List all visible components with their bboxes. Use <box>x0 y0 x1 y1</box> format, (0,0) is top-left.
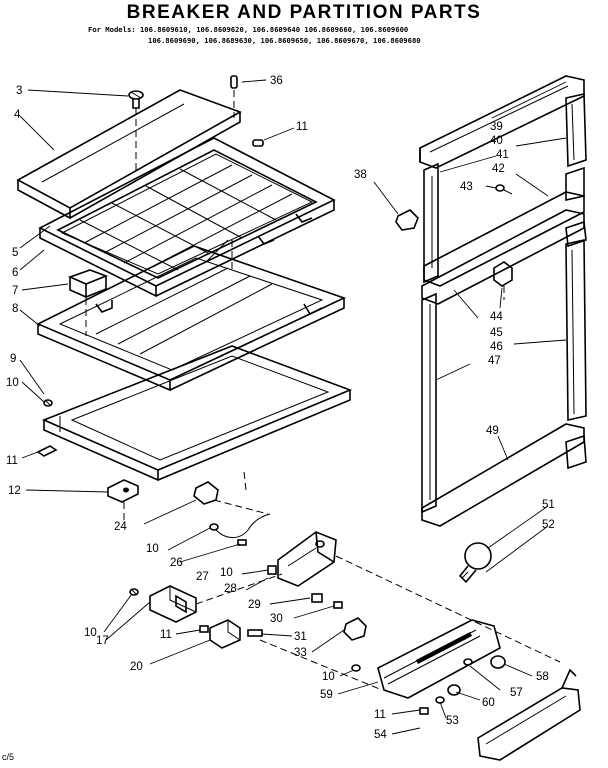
part-12-bracket <box>107 479 139 503</box>
callout-58: 58 <box>536 671 549 683</box>
part-43-screw <box>495 184 513 195</box>
callout-60: 60 <box>482 697 495 709</box>
part-17-mounting-bracket <box>149 585 197 623</box>
part-9-lower-frame <box>41 345 353 482</box>
callout-labels: 3 4 36 11 5 6 7 8 9 10 11 12 24 10 26 10… <box>6 75 555 741</box>
callout-4: 4 <box>14 109 21 121</box>
callout-12: 12 <box>8 485 21 497</box>
models-prefix: For Models: <box>88 25 136 34</box>
part-10-screw-lower <box>129 588 139 596</box>
callout-5: 5 <box>12 247 18 259</box>
callout-31: 31 <box>294 631 307 643</box>
callout-59: 59 <box>320 689 333 701</box>
model-list: For Models: 106.8609610, 106.8609620, 10… <box>88 24 598 46</box>
callout-10-housing: 10 <box>220 567 233 579</box>
callout-6: 6 <box>12 267 18 279</box>
part-38-fitting <box>395 209 419 231</box>
callout-26: 26 <box>170 557 183 569</box>
part-49-lower-bottom-gasket <box>421 423 587 527</box>
assembly-guide-lines <box>85 90 561 691</box>
callout-20: 20 <box>130 661 143 673</box>
callout-38: 38 <box>354 169 367 181</box>
callout-45: 45 <box>490 327 503 339</box>
part-24-socket <box>193 481 219 505</box>
callout-24: 24 <box>114 521 127 533</box>
page-title: BREAKER AND PARTITION PARTS <box>126 2 482 23</box>
part-11-clip-lower <box>199 625 209 633</box>
callout-27: 27 <box>196 571 209 583</box>
callout-10-trim: 10 <box>322 671 335 683</box>
footer-code: c/5 <box>2 752 15 762</box>
callout-7: 7 <box>12 285 18 297</box>
callout-52: 52 <box>542 519 555 531</box>
part-11-clip-top <box>252 139 264 147</box>
callout-28: 28 <box>224 583 237 595</box>
callout-30: 30 <box>270 613 283 625</box>
callout-41: 41 <box>496 149 509 161</box>
callout-42: 42 <box>492 163 505 175</box>
part-33-switch <box>343 617 367 641</box>
callout-29: 29 <box>248 599 261 611</box>
callout-43: 43 <box>460 181 473 193</box>
callout-3: 3 <box>16 85 22 97</box>
models-line-1: 106.8609610, 106.8609620, 106.8609640 10… <box>139 25 409 34</box>
part-11-clip-left <box>36 445 58 457</box>
callout-36: 36 <box>270 75 283 87</box>
part-8-middle-partition <box>36 239 347 392</box>
callout-46: 46 <box>490 341 503 353</box>
callout-47: 47 <box>488 355 501 367</box>
callout-40: 40 <box>490 135 503 147</box>
callout-10-bracket: 10 <box>84 627 97 639</box>
callout-10-mid: 10 <box>146 543 159 555</box>
callout-11-left: 11 <box>6 455 18 467</box>
part-36-pin <box>230 75 238 89</box>
part-57-trim-housing <box>377 619 501 699</box>
part-20-thermostat <box>209 619 263 649</box>
callout-9: 9 <box>10 353 16 365</box>
part-41-upper-side-gasket <box>565 93 587 168</box>
callout-51: 51 <box>542 499 555 511</box>
callout-10-left: 10 <box>6 377 19 389</box>
part-45-lower-gasket-top <box>421 209 587 305</box>
callout-39: 39 <box>490 121 503 133</box>
part-7-block <box>67 269 109 299</box>
callout-54: 54 <box>374 729 387 741</box>
callout-53: 53 <box>446 715 459 727</box>
part-42-upper-lower-gasket <box>423 162 585 287</box>
part-26-wire-harness <box>209 513 271 546</box>
part-3-screw <box>128 90 144 109</box>
part-47-lower-left-gasket <box>421 292 437 514</box>
callout-57: 57 <box>510 687 523 699</box>
models-line-2: 106.8609690, 106.8689630, 106.8609650, 1… <box>148 36 421 45</box>
part-29-30-knob-shaft <box>311 593 343 609</box>
leader-lines <box>19 79 567 735</box>
callout-11-top: 11 <box>296 121 308 133</box>
callout-8: 8 <box>12 303 18 315</box>
callout-11-trim: 11 <box>374 709 386 721</box>
callout-33: 33 <box>294 647 307 659</box>
callout-44: 44 <box>490 311 503 323</box>
callout-17: 17 <box>96 635 109 647</box>
part-44-fitting <box>493 261 513 287</box>
part-54-breaker-strip-lower <box>477 668 581 761</box>
part-46-lower-side-gasket <box>565 239 587 421</box>
callout-49: 49 <box>486 425 499 437</box>
callout-11-bracket: 11 <box>160 629 172 641</box>
part-5-6-upper-partition <box>38 137 336 298</box>
part-51-52-light-bulb <box>458 542 492 584</box>
part-10-screw-left <box>43 399 53 407</box>
part-28-control-housing <box>267 531 337 587</box>
